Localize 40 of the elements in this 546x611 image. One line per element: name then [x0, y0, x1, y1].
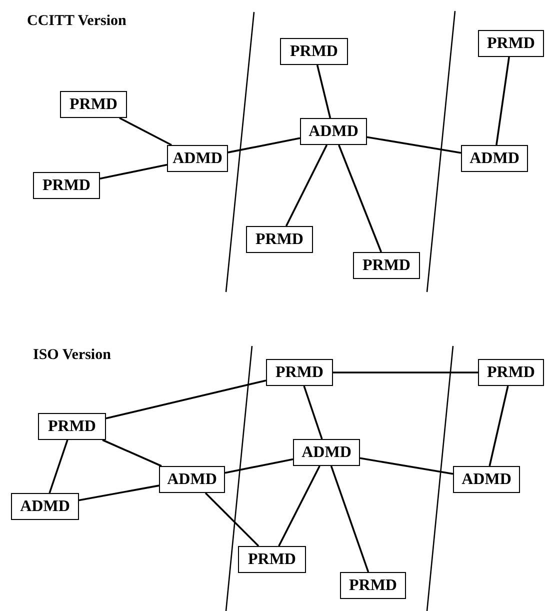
connector-line [119, 117, 172, 146]
connector-line [78, 484, 160, 502]
domain-box: ADMD [461, 145, 528, 172]
domain-box: PRMD [246, 226, 313, 253]
section-heading: CCITT Version [27, 12, 126, 31]
connector-line [338, 144, 382, 252]
connector-line [204, 492, 260, 547]
connector-line [100, 164, 168, 180]
connector-line [330, 466, 370, 572]
connector-line [106, 380, 266, 420]
connector-line [303, 386, 323, 440]
connector-line [496, 56, 510, 146]
domain-box: PRMD [238, 546, 306, 573]
connector-line [285, 144, 328, 226]
connector-line [333, 372, 478, 374]
domain-box: PRMD [38, 413, 106, 440]
domain-box: ADMD [453, 466, 520, 493]
connector-line [228, 137, 300, 154]
domain-box: PRMD [353, 252, 420, 279]
connector-line [224, 458, 294, 474]
domain-box: ADMD [11, 493, 79, 520]
connector-line [360, 457, 454, 475]
domain-box: ADMD [293, 439, 360, 466]
domain-box: PRMD [33, 172, 100, 199]
connector-line [366, 136, 462, 154]
domain-box: PRMD [280, 38, 348, 65]
connector-line [102, 439, 162, 467]
connector-line [278, 466, 320, 546]
domain-box: ADMD [300, 118, 367, 145]
domain-box: PRMD [478, 359, 544, 386]
section-heading: ISO Version [33, 346, 111, 365]
domain-box: ADMD [159, 466, 225, 493]
domain-box: PRMD [60, 91, 127, 118]
connector-line [48, 440, 68, 494]
domain-box: PRMD [478, 30, 544, 57]
connector-line [488, 386, 509, 466]
connector-line [316, 64, 332, 118]
domain-box: ADMD [167, 145, 228, 172]
domain-box: PRMD [340, 572, 406, 599]
domain-box: PRMD [266, 359, 333, 386]
